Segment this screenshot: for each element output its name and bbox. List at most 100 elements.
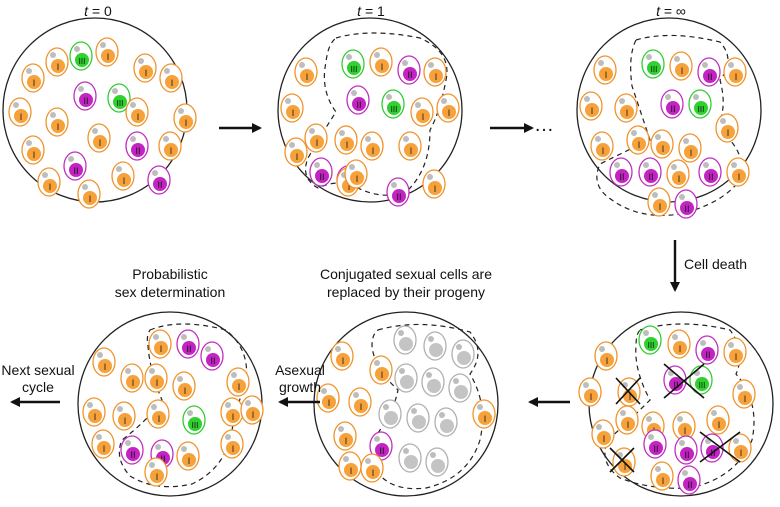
- mating-type-label: II: [73, 166, 78, 176]
- mating-type-label: I: [684, 426, 687, 436]
- mating-type-label: I: [158, 414, 161, 424]
- macronucleus: [738, 391, 752, 405]
- mating-type-label: II: [135, 146, 140, 156]
- cell-i: I: [173, 103, 197, 133]
- macronucleus: [653, 199, 667, 213]
- macronucleus: [387, 101, 401, 115]
- mating-type-label: I: [57, 122, 60, 132]
- cell-i: I: [615, 405, 639, 435]
- mating-type-label: I: [33, 78, 36, 88]
- macronucleus: [51, 59, 65, 73]
- mating-type-label: I: [124, 416, 127, 426]
- macronucleus: [27, 75, 41, 89]
- micronucleus: [68, 156, 74, 162]
- macronucleus: [695, 377, 709, 391]
- mating-type-label: I: [603, 434, 606, 444]
- micronucleus: [430, 452, 436, 458]
- macronucleus: [375, 367, 389, 381]
- macronucleus: [431, 459, 445, 473]
- micronucleus: [155, 444, 161, 450]
- micronucleus: [245, 400, 251, 406]
- macronucleus: [339, 433, 353, 447]
- micronucleus: [50, 112, 56, 118]
- micronucleus: [353, 392, 359, 398]
- cell-i: I: [723, 57, 747, 87]
- macronucleus: [440, 419, 454, 433]
- mating-type-label: I: [104, 362, 107, 372]
- macronucleus: [179, 115, 193, 129]
- cell-i: I: [334, 125, 358, 155]
- mating-type-label: I: [629, 392, 632, 402]
- macronucleus: [680, 201, 694, 215]
- macronucleus: [226, 441, 240, 455]
- micronucleus: [351, 90, 357, 96]
- micronucleus: [643, 330, 649, 336]
- micronucleus: [700, 340, 706, 346]
- micronucleus: [399, 368, 405, 374]
- time-label-tinf: t = ∞: [651, 3, 691, 19]
- cell-ii: II: [120, 435, 144, 465]
- mating-type-label: I: [170, 146, 173, 156]
- macronucleus: [684, 145, 698, 159]
- mating-type-label: III: [648, 341, 655, 350]
- mating-type-label: I: [605, 70, 608, 80]
- mating-type-label: I: [381, 62, 384, 72]
- cell-i: I: [120, 363, 144, 393]
- mating-type-label: I: [185, 118, 188, 128]
- mating-type-label: I: [727, 128, 730, 138]
- micronucleus: [620, 410, 626, 416]
- micronucleus: [702, 62, 708, 68]
- mating-type-label: III: [698, 105, 705, 114]
- micronucleus: [674, 56, 680, 62]
- macronucleus: [669, 377, 683, 391]
- asexual-label-line2: growth: [278, 379, 322, 395]
- mating-type-label: I: [626, 108, 629, 118]
- mating-type-label: II: [319, 172, 324, 182]
- probabilistic-label-line2: sex determination: [114, 284, 226, 300]
- micronucleus: [374, 436, 380, 442]
- cell-iii: III: [107, 83, 131, 113]
- mating-type-label: I: [638, 140, 641, 150]
- cell-ii: II: [660, 89, 684, 119]
- macronucleus: [399, 337, 413, 351]
- macronucleus: [322, 395, 336, 409]
- mating-type-label: I: [738, 172, 741, 182]
- micronucleus: [728, 62, 734, 68]
- micronucleus: [728, 342, 734, 348]
- region-tinf: [596, 34, 743, 216]
- cell-death-label: Cell death: [684, 256, 748, 272]
- micronucleus: [720, 118, 726, 124]
- micronucleus: [112, 88, 118, 94]
- mating-type-label: I: [735, 352, 738, 362]
- time-label-t0: t = 0: [78, 3, 118, 19]
- cell-ii: II: [674, 435, 698, 465]
- cell-i: I: [37, 167, 61, 197]
- mating-type-label: II: [670, 104, 675, 114]
- cell-i: I: [669, 51, 693, 81]
- mating-type-label: I: [690, 148, 693, 158]
- micronucleus: [428, 336, 434, 342]
- macronucleus: [206, 353, 220, 367]
- micronucleus: [595, 136, 601, 142]
- macronucleus: [703, 69, 717, 83]
- cell-ii: II: [695, 335, 719, 365]
- micronucleus: [50, 52, 56, 58]
- mating-type-label: II: [210, 356, 215, 366]
- cell-i: I: [410, 97, 434, 127]
- cell-i: I: [92, 347, 116, 377]
- mating-type-label: II: [157, 180, 162, 190]
- cell-i: I: [472, 399, 496, 429]
- micronucleus: [177, 376, 183, 382]
- micronucleus: [428, 62, 434, 68]
- macronucleus: [701, 347, 715, 361]
- mating-type-label: I: [735, 72, 738, 82]
- macronucleus: [442, 105, 456, 119]
- macronucleus: [644, 337, 658, 351]
- mating-type-label: II: [705, 350, 710, 360]
- cell-ii: II: [147, 165, 171, 195]
- cell-i: I: [220, 429, 244, 459]
- micronucleus: [374, 52, 380, 58]
- mating-type-label: I: [292, 108, 295, 118]
- cell-i: I: [146, 399, 170, 429]
- cell-i: I: [148, 329, 172, 359]
